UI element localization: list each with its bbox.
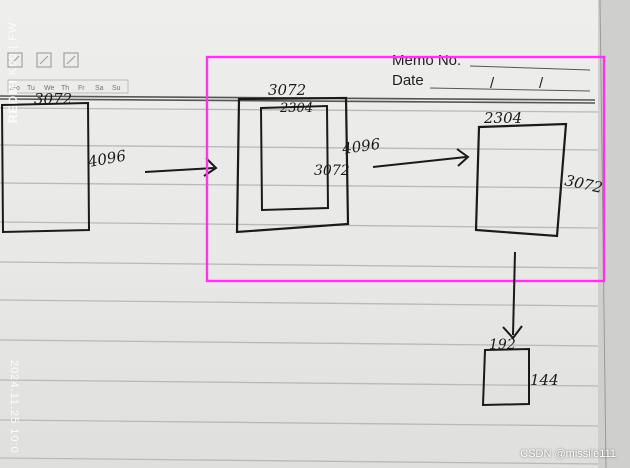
camera-model: K60 | FW: [7, 22, 19, 76]
date-label: Date: [392, 72, 424, 89]
arrow-left-to-middle: [145, 158, 216, 176]
left-box-top-label: 3072: [34, 90, 72, 108]
small-box-side-label: 144: [530, 371, 559, 389]
arrow-middle-to-right: [373, 149, 468, 167]
camera-brand: REDMI: [6, 80, 20, 124]
camera-watermark: REDMI K60 | FW: [6, 22, 20, 142]
small-box-top-label: 192: [489, 337, 516, 353]
right-box: [476, 124, 566, 236]
memo-underline: [470, 66, 590, 70]
weekday-sa: Sa: [95, 85, 104, 92]
weekday-su: Su: [112, 85, 121, 92]
memo-label: Memo No.: [392, 52, 461, 69]
right-box-top-label: 2304: [483, 109, 522, 127]
csdn-credit: CSDN @missile111: [520, 448, 616, 460]
middle-inner-top-label: 2304: [279, 101, 313, 116]
date-slash-2: /: [539, 75, 544, 92]
weekday-fr: Fr: [78, 85, 85, 92]
date-underline: [430, 88, 590, 91]
timestamp-watermark: 2024.11.25 10:0: [8, 360, 20, 454]
middle-inner-box: [261, 106, 328, 210]
middle-inner-side-label: 3072: [314, 163, 350, 179]
small-box: [483, 349, 529, 405]
left-box-side-label: 4096: [86, 147, 128, 172]
arrow-right-to-small: [503, 252, 522, 338]
middle-outer-top-label: 3072: [268, 81, 306, 99]
